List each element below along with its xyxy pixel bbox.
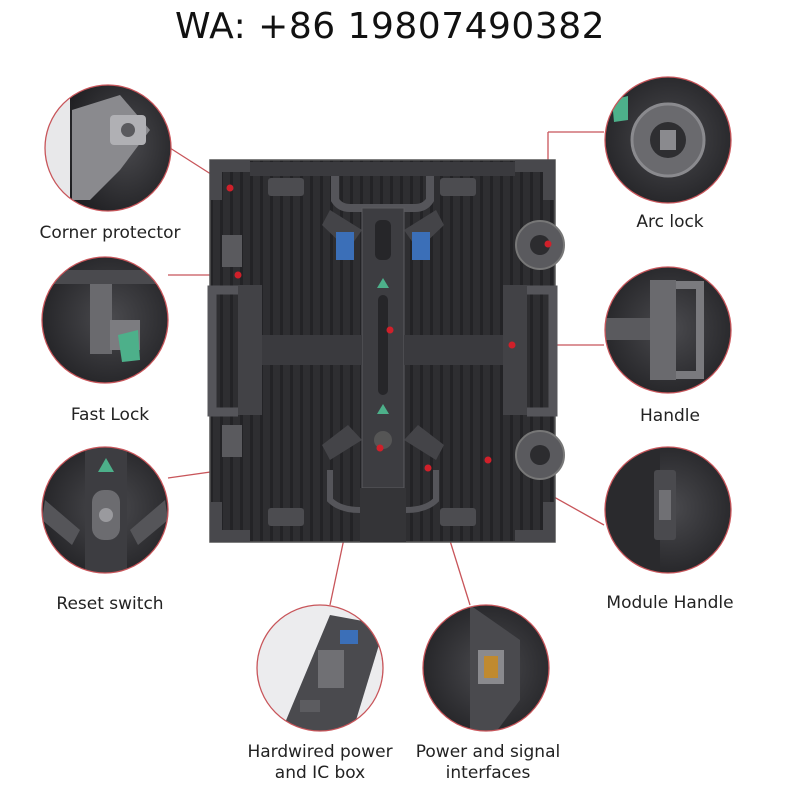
zoom-arc-lock: [600, 75, 740, 215]
label-arc-lock: Arc lock: [590, 212, 750, 233]
label-hardwired-power: Hardwired power and IC box: [232, 742, 408, 784]
label-power-signal-line2: interfaces: [400, 763, 576, 784]
label-power-signal-line1: Power and signal: [400, 742, 576, 763]
label-fast-lock: Fast Lock: [30, 405, 190, 426]
zoom-hardwired-power: [255, 605, 395, 745]
label-reset-switch: Reset switch: [30, 594, 190, 615]
zoom-reset-switch: [40, 445, 180, 585]
label-hardwired-line2: and IC box: [232, 763, 408, 784]
label-power-signal: Power and signal interfaces: [400, 742, 576, 784]
contact-number: WA: +86 19807490382: [0, 6, 780, 47]
label-module-handle: Module Handle: [590, 593, 750, 614]
label-hardwired-line1: Hardwired power: [232, 742, 408, 763]
zoom-handle: [600, 265, 740, 405]
zoom-fast-lock: [40, 255, 180, 395]
cabinet-back: [210, 160, 564, 542]
zoom-corner-protector: [40, 80, 180, 220]
zoom-module-handle: [600, 445, 740, 585]
label-corner-protector: Corner protector: [30, 223, 190, 244]
zoom-power-signal: [420, 605, 560, 745]
label-handle: Handle: [590, 406, 750, 427]
